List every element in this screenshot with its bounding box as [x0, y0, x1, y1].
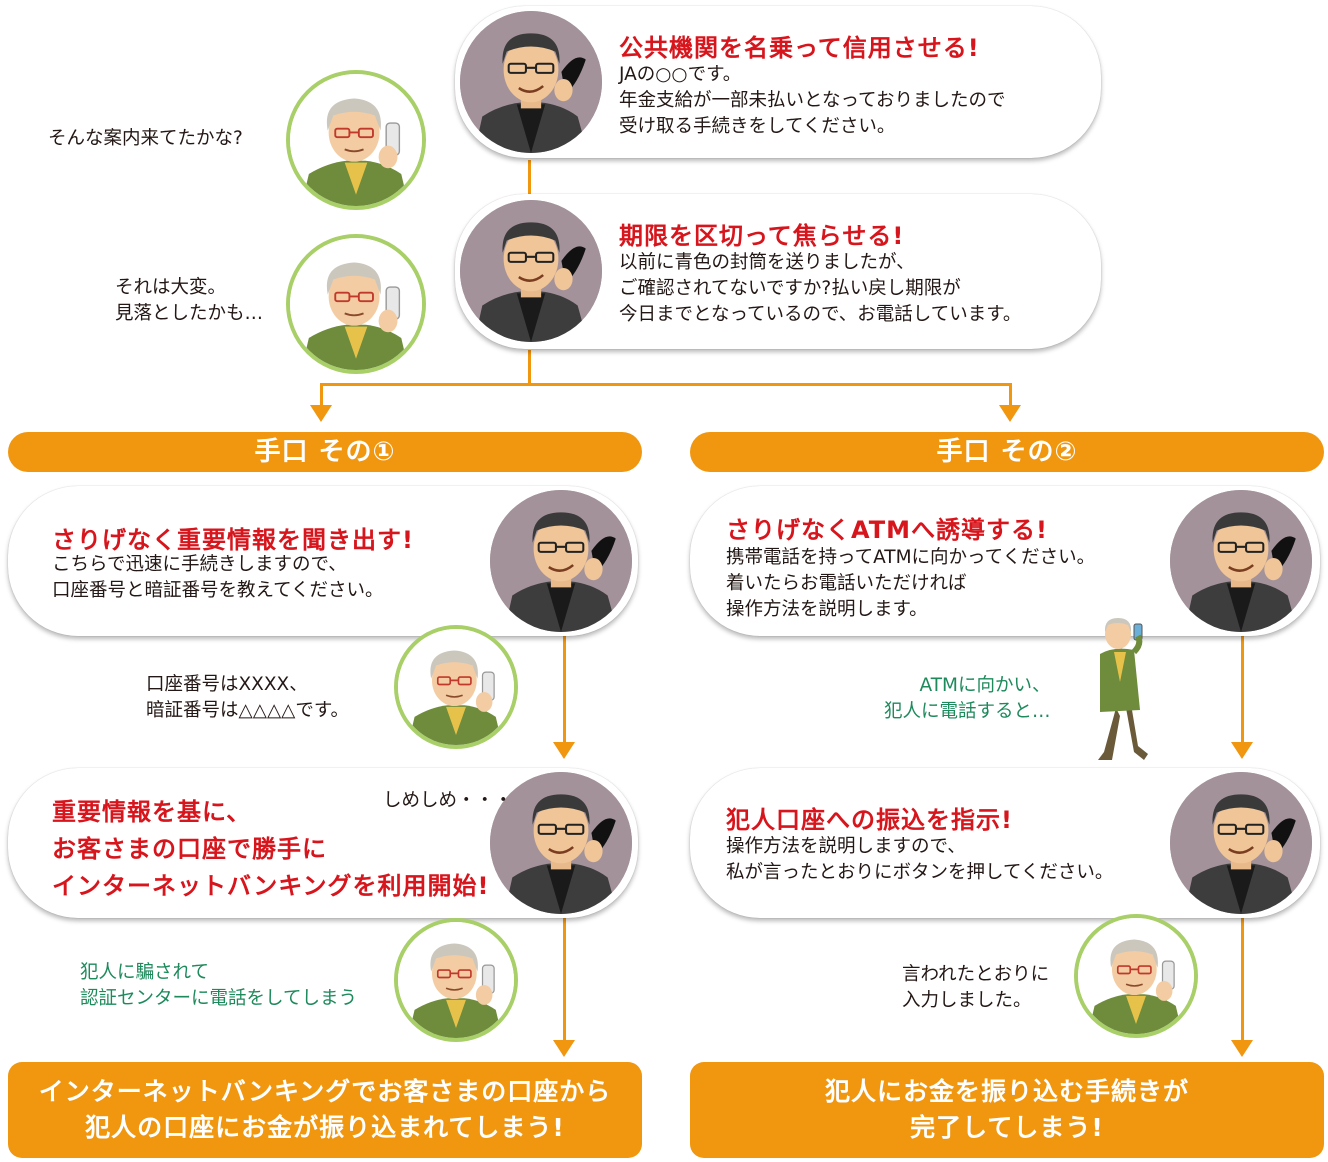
method2-step2-title: 犯人口座への振込を指示!: [726, 806, 1013, 834]
scammer-avatar: [460, 200, 602, 342]
arrow-m1-b: [553, 1040, 575, 1057]
scammer-top-title: 公共機関を名乗って信用させる!: [619, 34, 980, 62]
method1-step2-side: しめしめ・・・: [383, 790, 513, 811]
victim-avatar: [286, 234, 426, 374]
connector-top: [528, 160, 531, 198]
connector-m2-a: [1241, 630, 1244, 742]
victim-avatar: [394, 625, 518, 749]
connector-m1-a: [563, 630, 566, 742]
arrow-m1-a: [553, 742, 575, 759]
arrow-to-method2: [999, 405, 1021, 422]
method2-step1-text: 携帯電話を持ってATMに向かってください。 着いたらお電話いただければ 操作方法…: [726, 547, 1096, 620]
method1-victim2-reply: 犯人に騙されて 認証センターに電話をしてしまう: [80, 962, 357, 1009]
arrow-m2-a: [1231, 742, 1253, 759]
arrow-to-method1: [310, 405, 332, 422]
walking-elder-figure: [1086, 612, 1156, 764]
arrow-m2-b: [1231, 1040, 1253, 1057]
scammer-deadline-title: 期限を区切って焦らせる!: [619, 222, 905, 250]
method2-header: 手口 その②: [690, 432, 1324, 472]
connector-m1-b: [563, 916, 566, 1040]
scammer-avatar: [1170, 772, 1312, 914]
victim-avatar: [1074, 914, 1198, 1038]
scammer-avatar: [490, 772, 632, 914]
method2-result: 犯人にお金を振り込む手続きが 完了してしまう!: [690, 1062, 1324, 1158]
method2-victim1-reply: ATMに向かい、 犯人に電話すると…: [884, 675, 1051, 722]
connector-split: [528, 350, 531, 386]
method1-step1-title: さりげなく重要情報を聞き出す!: [52, 526, 414, 554]
method2-step1-title: さりげなくATMへ誘導する!: [726, 516, 1048, 544]
connector-m2-b: [1241, 916, 1244, 1040]
method1-step1-text: こちらで迅速に手続きしますので、 口座番号と暗証番号を教えてください。: [52, 554, 384, 601]
connector-left-drop: [320, 383, 323, 405]
victim-avatar: [394, 918, 518, 1042]
method2-step2-text: 操作方法を説明しますので、 私が言ったとおりにボタンを押してください。: [726, 836, 1114, 883]
scammer-avatar: [460, 11, 602, 153]
method1-result: インターネットバンキングでお客さまの口座から 犯人の口座にお金が振り込まれてしま…: [8, 1062, 642, 1158]
scammer-avatar: [490, 490, 632, 632]
victim-top-reply: そんな案内来てたかな?: [48, 128, 243, 149]
method2-victim2-reply: 言われたとおりに 入力しました。: [902, 964, 1050, 1011]
method1-header: 手口 その①: [8, 432, 642, 472]
victim-avatar: [286, 70, 426, 210]
connector-horizontal: [320, 383, 1012, 386]
scammer-top-text: JAの○○です。 年金支給が一部未払いとなっておりましたので 受け取る手続きをし…: [619, 64, 1006, 137]
scammer-avatar: [1170, 490, 1312, 632]
method1-victim1-reply: 口座番号はXXXX、 暗証番号は△△△△です。: [146, 674, 350, 721]
connector-right-drop: [1009, 383, 1012, 405]
victim-deadline-reply: それは大変。 見落としたかも…: [115, 277, 264, 324]
scammer-deadline-text: 以前に青色の封筒を送りましたが、 ご確認されてないですか?払い戻し期限が 今日ま…: [619, 252, 1022, 325]
method1-step2-title: 重要情報を基に、 お客さまの口座で勝手に インターネットバンキングを利用開始!: [52, 798, 490, 900]
